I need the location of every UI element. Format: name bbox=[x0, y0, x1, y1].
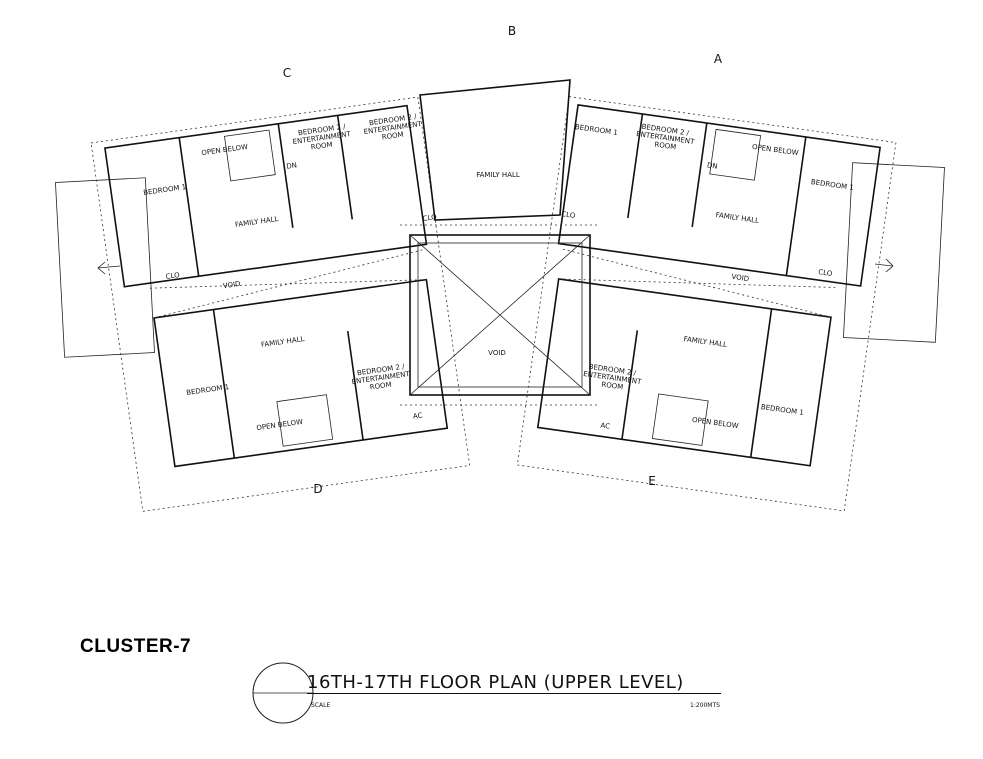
room-label: FAMILY HALL bbox=[476, 171, 520, 179]
room-label: BEDROOM 1 bbox=[186, 383, 230, 397]
room-label: DN bbox=[706, 161, 718, 170]
room-label: BEDROOM 1 bbox=[143, 183, 187, 197]
center-block bbox=[400, 79, 600, 406]
cluster-label: CLUSTER-7 bbox=[80, 636, 192, 657]
room-label: AC bbox=[600, 421, 611, 430]
room-label: ROOM bbox=[310, 141, 333, 152]
room-label: CLO bbox=[165, 271, 181, 281]
room-label: VOID bbox=[488, 349, 506, 357]
room-label: FAMILY HALL bbox=[235, 215, 279, 229]
right-balcony bbox=[843, 162, 945, 343]
scale-label: SCALE bbox=[311, 702, 331, 709]
room-label: BEDROOM 1 bbox=[810, 178, 854, 192]
room-label: ROOM bbox=[654, 141, 677, 152]
room-label: ROOM bbox=[381, 131, 404, 142]
right-arrow-icon bbox=[874, 258, 894, 273]
room-label: OPEN BELOW bbox=[691, 416, 739, 430]
room-label: CLO bbox=[561, 210, 577, 220]
left-wing-outline bbox=[90, 96, 471, 512]
room-label: FAMILY HALL bbox=[715, 211, 759, 225]
right-wing-outline bbox=[516, 96, 897, 512]
wing-label: D bbox=[313, 482, 322, 496]
floor-plan-title: 16TH-17TH FLOOR PLAN (UPPER LEVEL) bbox=[307, 672, 721, 694]
wing-label: C bbox=[283, 66, 291, 80]
left-arrow-icon bbox=[97, 261, 121, 275]
room-label: ROOM bbox=[601, 381, 624, 392]
room-label: CLO bbox=[422, 213, 438, 223]
room-label: BEDROOM 1 bbox=[760, 403, 804, 417]
room-label: VOID bbox=[731, 273, 750, 283]
room-label: VOID bbox=[222, 280, 241, 290]
room-label: BEDROOM 1 bbox=[574, 123, 618, 137]
room-label: OPEN BELOW bbox=[751, 143, 799, 157]
room-label: AC bbox=[412, 411, 423, 420]
wing-label: E bbox=[648, 474, 656, 488]
scale-ratio: 1:200MTS bbox=[690, 702, 720, 709]
wing-label: A bbox=[714, 52, 723, 66]
room-label: ROOM bbox=[369, 381, 392, 392]
room-label: DN bbox=[286, 161, 298, 170]
wing-label: B bbox=[508, 24, 516, 38]
room-label: CLO bbox=[818, 268, 834, 278]
room-label: OPEN BELOW bbox=[201, 143, 249, 157]
room-label: FAMILY HALL bbox=[683, 335, 727, 349]
left-balcony bbox=[55, 177, 155, 358]
room-label: FAMILY HALL bbox=[261, 335, 305, 349]
